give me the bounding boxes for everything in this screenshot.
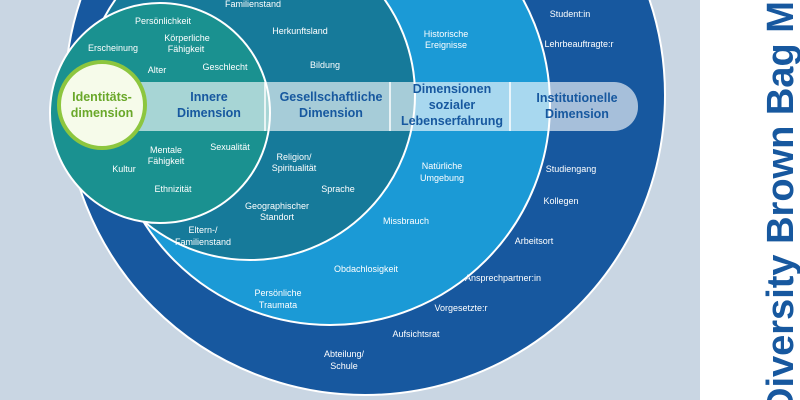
item-natuerliche-umgebung: Natürliche xyxy=(422,161,463,171)
side-title-panel xyxy=(700,0,800,400)
identity-dimension-title-line2: dimension xyxy=(71,106,134,120)
item-student: Student:in xyxy=(550,9,591,19)
item-sexualitaet: Sexualität xyxy=(210,142,250,152)
item-historische-ereignisse: Historische xyxy=(424,29,469,39)
item-persoenliche-traumata: Persönliche xyxy=(254,288,301,298)
item-aufsichtsrat: Aufsichtsrat xyxy=(392,329,440,339)
item-geschlecht: Geschlecht xyxy=(202,62,248,72)
item-herkunftsland: Herkunftsland xyxy=(272,26,328,36)
social-dimension-title: Gesellschaftliche xyxy=(280,90,383,104)
item-religion-spiritualitaet-line2: Spiritualität xyxy=(272,163,317,173)
item-arbeitsort: Arbeitsort xyxy=(515,236,554,246)
dimension-band xyxy=(58,82,638,131)
item-sprache: Sprache xyxy=(321,184,355,194)
item-historische-ereignisse-line2: Ereignisse xyxy=(425,40,467,50)
item-obdachlosigkeit: Obdachlosigkeit xyxy=(334,264,399,274)
item-ansprechpartner: Ansprechpartner:in xyxy=(465,273,541,283)
item-abteilung-schule-line2: Schule xyxy=(330,361,358,371)
item-erscheinung: Erscheinung xyxy=(88,43,138,53)
item-geographischer-standort-line2: Standort xyxy=(260,212,295,222)
item-ethnizitaet: Ethnizität xyxy=(154,184,192,194)
life-dimension-title-line2: sozialer xyxy=(429,98,476,112)
item-bildung: Bildung xyxy=(310,60,340,70)
institutional-dimension-title: Institutionelle xyxy=(536,91,617,105)
item-eltern-familienstand: Eltern-/ xyxy=(188,225,218,235)
item-kollegen: Kollegen xyxy=(543,196,578,206)
life-dimension-title-line3: Lebenserfahrung xyxy=(401,114,503,128)
identity-dimension-circle xyxy=(57,60,147,150)
item-natuerliche-umgebung-line2: Umgebung xyxy=(420,173,464,183)
side-title: Diversity Brown Bag Me xyxy=(760,0,800,400)
item-eltern-familienstand-line2: Familienstand xyxy=(175,237,231,247)
item-koerperliche-faehigkeit: Körperliche xyxy=(164,33,210,43)
item-religion-spiritualitaet: Religion/ xyxy=(276,152,312,162)
inner-dimension-title: Innere xyxy=(190,90,228,104)
item-persoenliche-traumata-line2: Traumata xyxy=(259,300,297,310)
item-persoenlichkeit: Persönlichkeit xyxy=(135,16,192,26)
item-kultur: Kultur xyxy=(112,164,136,174)
item-mentale-faehigkeit-line2: Fähigkeit xyxy=(148,156,185,166)
item-studiengang: Studiengang xyxy=(546,164,597,174)
life-dimension-title: Dimensionen xyxy=(413,82,492,96)
item-koerperliche-faehigkeit-line2: Fähigkeit xyxy=(168,44,205,54)
social-dimension-title-line2: Dimension xyxy=(299,106,363,120)
item-mentale-faehigkeit: Mentale xyxy=(150,145,182,155)
item-geographischer-standort: Geographischer xyxy=(245,201,309,211)
institutional-dimension-title-line2: Dimension xyxy=(545,107,609,121)
inner-dimension-title-line2: Dimension xyxy=(177,106,241,120)
item-lehrbeauftragte: Lehrbeauftragte:r xyxy=(544,39,613,49)
item-abteilung-schule: Abteilung/ xyxy=(324,349,365,359)
identity-dimension-title: Identitäts- xyxy=(72,90,132,104)
item-vorgesetzte: Vorgesetzte:r xyxy=(434,303,487,313)
item-alter: Alter xyxy=(148,65,167,75)
item-familienstand: Familienstand xyxy=(225,0,281,9)
item-missbrauch: Missbrauch xyxy=(383,216,429,226)
